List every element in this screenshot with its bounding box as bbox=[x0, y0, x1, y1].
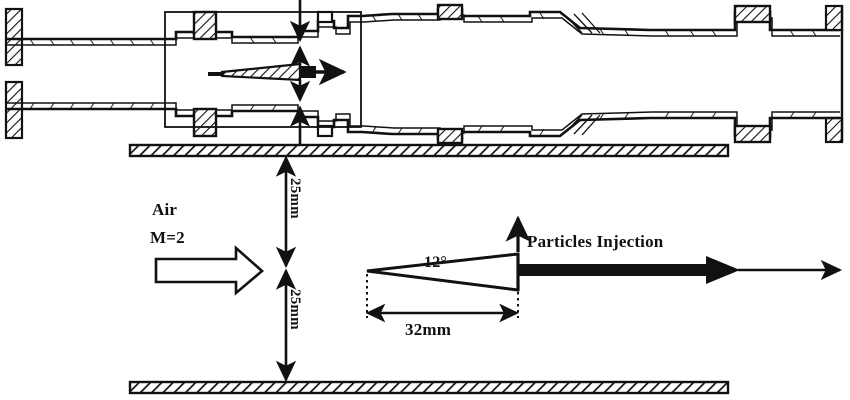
particle-injection-arrow bbox=[518, 256, 740, 284]
wedge-length-label: 32mm bbox=[405, 320, 452, 339]
upper-exit-flange bbox=[733, 4, 772, 24]
lower-exit-flange bbox=[733, 124, 772, 144]
lower-step-boss bbox=[316, 124, 334, 138]
wedge-angle-label: 12° bbox=[424, 254, 447, 271]
detail-callout-box bbox=[164, 11, 362, 128]
inflow-gas-label: Air bbox=[152, 200, 178, 219]
inflow-arrow bbox=[154, 245, 264, 296]
upper-mid-flange bbox=[436, 3, 464, 21]
lower-mid-flange bbox=[436, 127, 464, 145]
duct-half-height-bottom-label: 25mm bbox=[287, 289, 303, 330]
test-section-schematic bbox=[128, 143, 843, 395]
lower-nozzle-wall bbox=[6, 102, 840, 141]
duct-half-height-top-label: 25mm bbox=[287, 178, 303, 219]
nozzle-cross-section bbox=[4, 0, 844, 145]
inflow-mach-label: M=2 bbox=[150, 228, 185, 247]
upper-inner-boss bbox=[192, 10, 218, 41]
upper-nozzle-wall bbox=[6, 7, 840, 46]
particles-injection-label: Particles Injection bbox=[527, 232, 664, 251]
right-end-cap bbox=[824, 4, 844, 144]
upper-step-boss bbox=[316, 10, 334, 24]
left-flange-upper bbox=[4, 7, 24, 67]
bottom-wall-plate bbox=[128, 380, 730, 395]
lower-inner-boss bbox=[192, 107, 218, 138]
top-wall-plate bbox=[128, 143, 730, 158]
